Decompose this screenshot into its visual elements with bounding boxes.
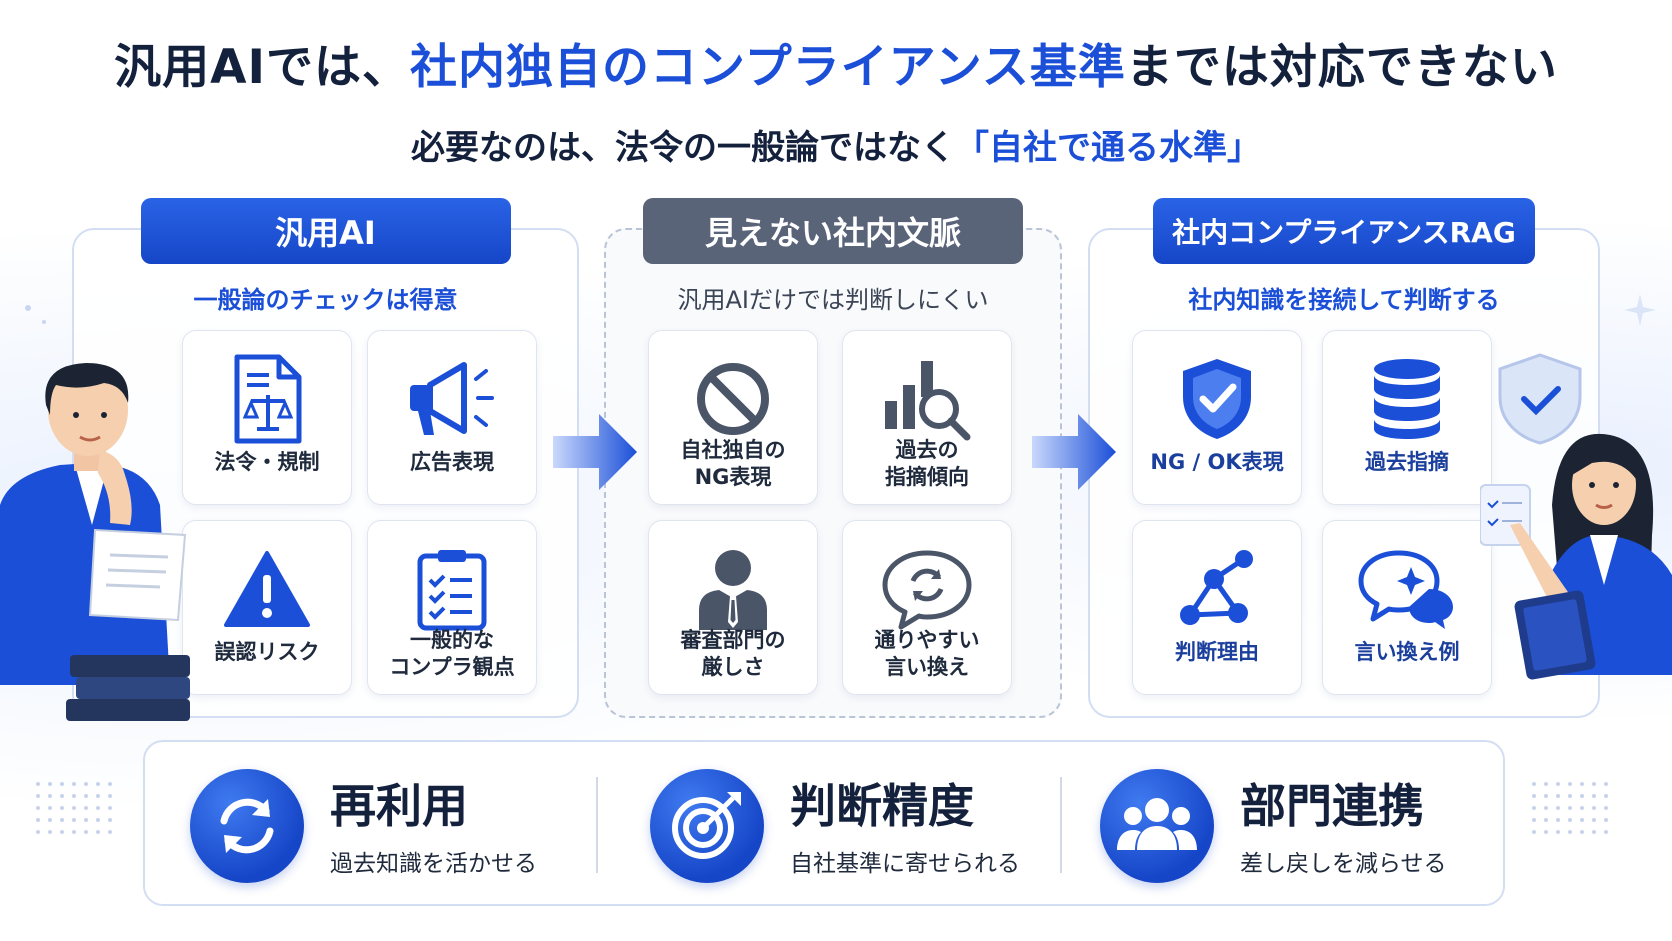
network-icon	[1133, 539, 1301, 639]
card-general-compliance: 一般的な コンプラ観点	[367, 520, 537, 695]
feature-sub: 自社基準に寄せられる	[790, 851, 1020, 877]
arrow-right-icon	[553, 414, 637, 490]
panel-hidden-context: 見えない社内文脈 汎用AIだけでは判断しにくい 自社独自の NG表現 過去の 指…	[604, 198, 1062, 718]
subtitle-accent: 「自社で通る水準」	[955, 128, 1261, 168]
checklist-icon	[368, 539, 536, 639]
target-icon	[650, 769, 764, 883]
feature-title: 部門連携	[1240, 779, 1424, 833]
sparkle-decoration	[25, 305, 46, 324]
panel-label-hidden-context: 見えない社内文脈	[643, 198, 1023, 264]
panel-internal-rag: 社内コンプライアンスRAG 社内知識を接続して判断する NG / OK表現 過去…	[1088, 198, 1600, 718]
database-icon	[1323, 349, 1491, 449]
card-label: 過去指摘	[1365, 450, 1449, 474]
arrow-right-icon-2	[1032, 414, 1116, 490]
law-document-icon	[183, 349, 351, 449]
refresh-icon	[190, 769, 304, 883]
card-label: 言い換え例	[1354, 640, 1460, 664]
panel-general-ai: 汎用AI 一般論のチェックは得意 法令・規制	[72, 198, 579, 718]
team-icon	[1100, 769, 1214, 883]
card-past-trend: 過去の 指摘傾向	[842, 330, 1012, 505]
feature-title: 判断精度	[790, 779, 974, 833]
panel-label-general-ai: 汎用AI	[140, 198, 511, 264]
title-accent: 社内独自のコンプライアンス基準	[410, 40, 1126, 95]
chart-search-icon	[843, 349, 1011, 449]
card-past-findings: 過去指摘	[1322, 330, 1492, 505]
subtitle-part1: 必要なのは、法令の一般論ではなく	[411, 128, 955, 168]
features-bar: 再利用 過去知識を活かせる 判断精度 自社基準に寄せられる	[143, 740, 1505, 906]
card-ng-ok-expression: NG / OK表現	[1132, 330, 1302, 505]
shield-check-icon	[1133, 349, 1301, 449]
page-subtitle: 必要なのは、法令の一般論ではなく「自社で通る水準」	[0, 120, 1672, 169]
card-label: 誤認リスク	[214, 640, 320, 664]
dot-grid-left	[36, 782, 112, 834]
megaphone-icon	[368, 349, 536, 449]
feature-sub: 差し戻しを減らせる	[1240, 851, 1447, 877]
page-title: 汎用AIでは、社内独自のコンプライアンス基準までは対応できない	[0, 28, 1672, 97]
man-thinking-illustration	[0, 363, 190, 721]
panel-sub-hidden-context: 汎用AIだけでは判断しにくい	[677, 286, 989, 314]
card-label: NG / OK表現	[1150, 450, 1284, 474]
sparkle-decoration-right	[1624, 294, 1656, 326]
card-judgment-reason: 判断理由	[1132, 520, 1302, 695]
card-review-strictness: 審査部門の 厳しさ	[648, 520, 818, 695]
panel-label-internal-rag: 社内コンプライアンスRAG	[1153, 198, 1535, 264]
rephrase-bubble-icon	[843, 539, 1011, 639]
panel-sub-internal-rag: 社内知識を接続して判断する	[1188, 286, 1500, 314]
title-part2: までは対応できない	[1125, 40, 1558, 95]
card-label: 法令・規制	[214, 450, 320, 474]
card-label: 審査部門の 厳しさ	[680, 628, 786, 679]
warning-icon	[183, 539, 351, 639]
card-misleading-risk: 誤認リスク	[182, 520, 352, 695]
panel-sub-general-ai: 一般論のチェックは得意	[193, 286, 458, 314]
card-label: 過去の 指摘傾向	[885, 438, 969, 489]
card-easy-rephrase: 通りやすい 言い換え	[842, 520, 1012, 695]
divider	[596, 777, 598, 873]
card-label: 広告表現	[410, 450, 494, 474]
prohibited-icon	[649, 349, 817, 449]
feature-sub: 過去知識を活かせる	[330, 851, 537, 877]
card-rephrase-examples: 言い換え例	[1322, 520, 1492, 695]
title-part1: 汎用AIでは、	[114, 40, 411, 95]
card-label: 通りやすい 言い換え	[874, 628, 980, 679]
feature-title: 再利用	[330, 779, 468, 833]
dot-grid-right	[1532, 782, 1608, 834]
woman-pointing-illustration	[1480, 353, 1672, 680]
card-ad-expression: 広告表現	[367, 330, 537, 505]
card-label: 判断理由	[1175, 640, 1259, 664]
reviewer-person-icon	[649, 539, 817, 639]
card-label: 一般的な コンプラ観点	[389, 628, 515, 679]
chat-sparkle-icon	[1323, 539, 1491, 639]
card-ng-expression: 自社独自の NG表現	[648, 330, 818, 505]
card-law: 法令・規制	[182, 330, 352, 505]
card-label: 自社独自の NG表現	[680, 438, 786, 489]
divider	[1060, 777, 1062, 873]
